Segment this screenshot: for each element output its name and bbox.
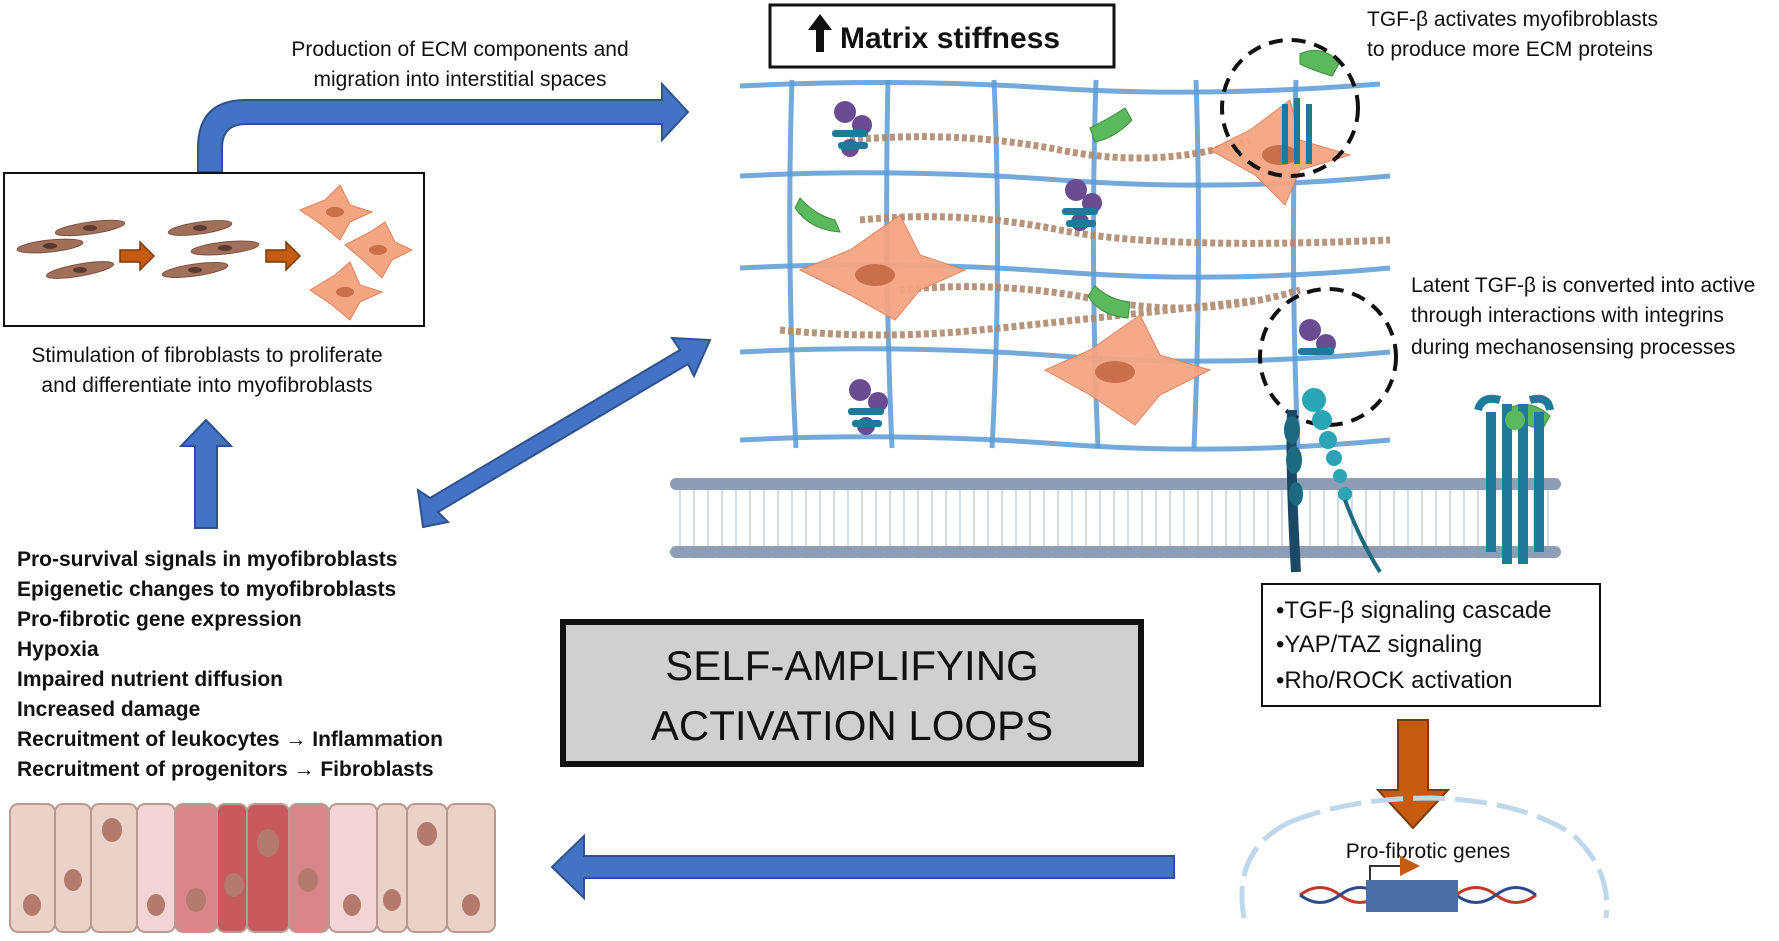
latent-tgfb-line2: through interactions with integrins <box>1411 304 1724 327</box>
bidirectional-diagonal-arrow <box>416 336 712 529</box>
differentiation-arrow-2 <box>265 240 302 272</box>
consequences-list: Pro-survival signals in myofibroblasts E… <box>17 548 443 781</box>
tgfb-receptor <box>1474 394 1554 564</box>
gene-activation-down-arrow <box>1375 719 1451 830</box>
integrin-receptor <box>1284 388 1382 574</box>
signaling-box: •TGF-β signaling cascade •YAP/TAZ signal… <box>1261 583 1601 707</box>
top-arrow-label-line1: Production of ECM components and <box>291 38 628 61</box>
nucleus <box>1239 795 1610 919</box>
fibroblast-caption-line2: and differentiate into myofibroblasts <box>41 374 372 397</box>
stimulation-up-arrow <box>178 418 234 529</box>
up-arrow-icon <box>808 14 832 52</box>
tgfb-activates-line2: to produce more ECM proteins <box>1367 38 1653 61</box>
consequence-item: Recruitment of leukocytes → Inflammation <box>17 728 443 751</box>
tgfb-activation-highlight <box>1220 38 1360 178</box>
latent-tgfb-line3: during mechanosensing processes <box>1411 336 1736 359</box>
top-arrow-label-line2: migration into interstitial spaces <box>314 68 607 91</box>
consequence-item: Impaired nutrient diffusion <box>17 668 283 691</box>
consequence-item: Increased damage <box>17 698 200 721</box>
central-box-line1: SELF-AMPLIFYING <box>665 642 1038 689</box>
latent-tgfb-line1: Latent TGF-β is converted into active <box>1411 274 1755 297</box>
differentiation-arrow-1 <box>119 240 156 272</box>
matrix-stiffness-title: Matrix stiffness <box>840 22 1060 55</box>
self-amplifying-box: SELF-AMPLIFYING ACTIVATION LOOPS <box>560 619 1144 767</box>
consequence-item: Epigenetic changes to myofibroblasts <box>17 578 396 601</box>
signaling-item-1: •TGF-β signaling cascade <box>1276 597 1552 624</box>
central-box-line2: ACTIVATION LOOPS <box>651 702 1053 749</box>
gene-block <box>1366 880 1458 912</box>
signaling-item-3: •Rho/ROCK activation <box>1276 667 1513 694</box>
consequence-item: Recruitment of progenitors → Fibroblasts <box>17 758 434 781</box>
ecm-production-arrow <box>197 81 690 173</box>
fibroblast-differentiation-panel <box>3 172 425 327</box>
signaling-item-2: •YAP/TAZ signaling <box>1276 631 1482 658</box>
consequence-item: Pro-survival signals in myofibroblasts <box>17 548 397 571</box>
dna-strand <box>1299 856 1537 912</box>
latent-tgfb-complexes <box>832 101 1336 435</box>
cell-membrane <box>670 478 1562 558</box>
mechanosensing-highlight <box>1258 287 1398 427</box>
matrix-stiffness-box: Matrix stiffness <box>768 3 1116 69</box>
tgfb-activates-line1: TGF-β activates myofibroblasts <box>1367 8 1658 31</box>
pro-fibrotic-genes-label: Pro-fibrotic genes <box>1346 840 1511 863</box>
ecm-network <box>739 49 1551 452</box>
consequence-item: Pro-fibrotic gene expression <box>17 608 302 631</box>
consequence-item: Hypoxia <box>17 638 99 661</box>
epithelial-cell-row <box>9 803 496 933</box>
fibroblast-caption-line1: Stimulation of fibroblasts to proliferat… <box>31 344 382 367</box>
feedback-left-arrow <box>550 833 1175 901</box>
